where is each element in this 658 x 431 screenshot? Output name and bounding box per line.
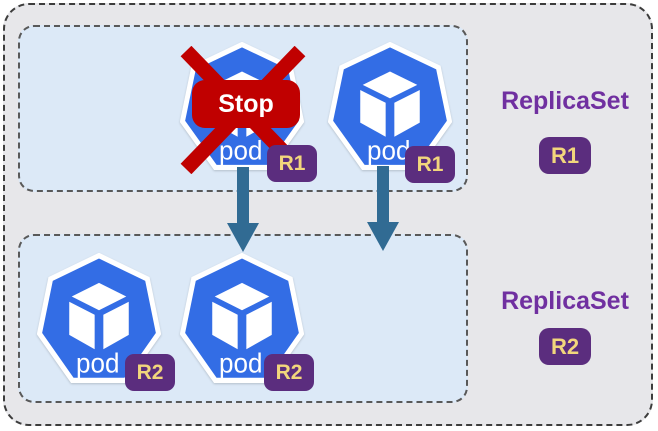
pod-label: pod	[76, 348, 119, 379]
pod-r2-2: pod	[180, 253, 304, 383]
pod-heptagon	[37, 253, 161, 383]
cube-right-face	[246, 301, 272, 350]
cube-left-face	[212, 301, 238, 350]
pod-label: pod	[219, 348, 262, 379]
pod-badge-r1-2: R1	[405, 146, 455, 183]
replicaset-r1-label: ReplicaSet	[501, 87, 629, 115]
kubernetes-pod-icon: pod	[37, 253, 161, 383]
pod-label: pod	[367, 135, 410, 165]
cube-right-face	[394, 90, 420, 137]
cube-left-face	[69, 301, 95, 350]
replicaset-r2-label: ReplicaSet	[501, 287, 629, 315]
cube-top-face	[214, 282, 270, 311]
pod-badge-r2-2: R2	[264, 354, 314, 391]
pod-r1-2: pod	[328, 42, 452, 170]
kubernetes-pod-icon: pod	[328, 42, 452, 170]
replicaset-r1-badge: R1	[539, 137, 591, 174]
cube-left-face	[360, 90, 386, 137]
pod-badge-r1-1: R1	[267, 145, 317, 182]
pod-badge-r2-1: R2	[125, 354, 175, 391]
pod-heptagon	[180, 253, 304, 383]
pod-heptagon	[328, 42, 452, 170]
cube-right-face	[103, 301, 129, 350]
pod-r2-1: pod	[37, 253, 161, 383]
arrow-down-2	[367, 166, 399, 251]
replicaset-r2-badge: R2	[539, 328, 591, 365]
kubernetes-pod-icon: pod	[180, 253, 304, 383]
stop-sign: Stop	[192, 80, 300, 128]
arrow-down-1	[227, 167, 259, 252]
pod-label: pod	[219, 135, 262, 165]
cube-top-face	[71, 282, 127, 311]
